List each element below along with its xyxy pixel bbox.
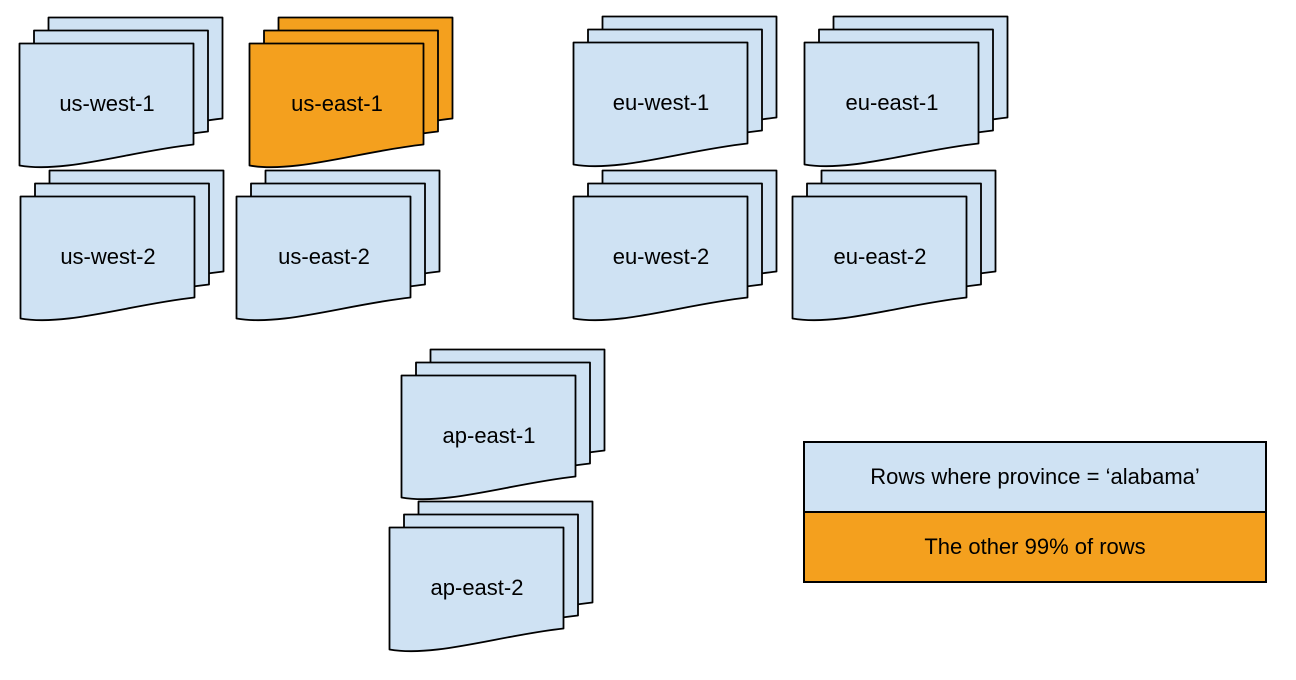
region-eu-east-1: eu-east-1 — [803, 15, 1009, 169]
region-label-eu-west-1: eu-west-1 — [612, 90, 710, 115]
region-us-west-2: us-west-2 — [19, 169, 225, 323]
region-label-ap-east-2: ap-east-2 — [430, 575, 524, 600]
legend-item-label: Rows where province = ‘alabama’ — [870, 464, 1200, 489]
region-label-eu-east-1: eu-east-1 — [845, 90, 939, 115]
region-eu-east-2: eu-east-2 — [791, 169, 997, 323]
region-eu-west-2: eu-west-2 — [572, 169, 778, 323]
region-label-eu-east-2: eu-east-2 — [833, 244, 927, 269]
region-ap-east-2: ap-east-2 — [388, 500, 594, 654]
region-label-ap-east-1: ap-east-1 — [442, 423, 536, 448]
legend-item-label: The other 99% of rows — [924, 534, 1146, 559]
region-label-eu-west-2: eu-west-2 — [612, 244, 710, 269]
region-label-us-west-2: us-west-2 — [60, 244, 156, 269]
region-label-us-east-2: us-east-2 — [278, 244, 370, 269]
region-us-east-2: us-east-2 — [235, 169, 441, 323]
region-label-us-east-1: us-east-1 — [291, 91, 383, 116]
legend-item-other-rows: The other 99% of rows — [805, 511, 1265, 581]
region-us-east-1: us-east-1 — [248, 16, 454, 170]
region-ap-east-1: ap-east-1 — [400, 348, 606, 502]
legend: Rows where province = ‘alabama’ The othe… — [803, 441, 1267, 583]
legend-item-alabama-rows: Rows where province = ‘alabama’ — [805, 443, 1265, 511]
region-eu-west-1: eu-west-1 — [572, 15, 778, 169]
region-us-west-1: us-west-1 — [18, 16, 224, 170]
region-label-us-west-1: us-west-1 — [59, 91, 155, 116]
